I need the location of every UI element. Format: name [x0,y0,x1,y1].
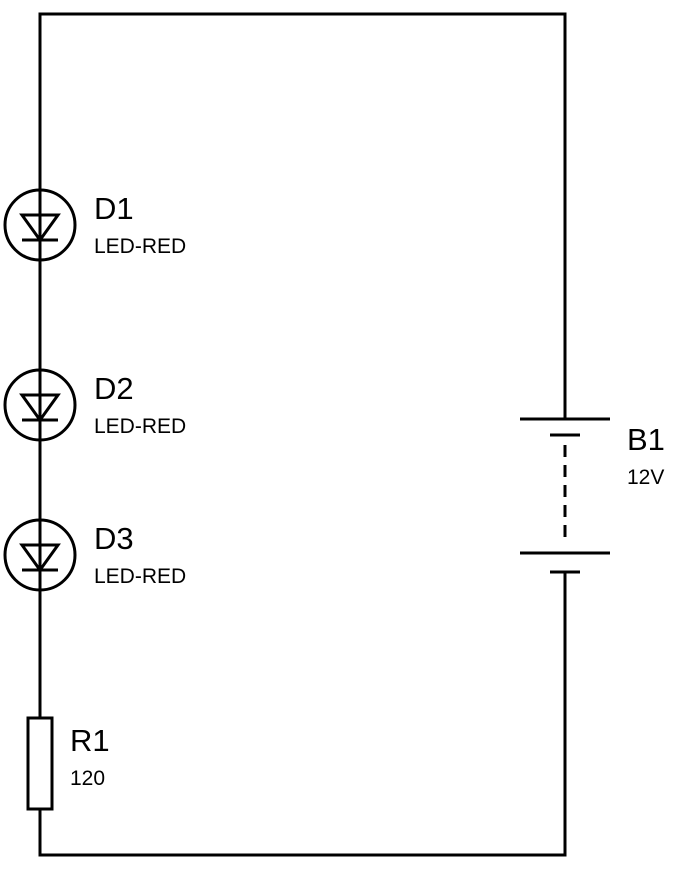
led-d3-ref: D3 [94,521,134,556]
battery-b1-value: 12V [627,466,664,489]
led-d3: D3 LED-RED [3,518,186,592]
led-d3-value: LED-RED [94,565,186,588]
led-d1-ref: D1 [94,191,134,226]
resistor-r1: R1 120 [26,716,110,811]
led-d2-value: LED-RED [94,415,186,438]
led-d2: D2 LED-RED [3,368,186,442]
resistor-r1-body [26,716,54,811]
resistor-r1-ref: R1 [70,723,110,758]
led-d1-value: LED-RED [94,235,186,258]
battery-b1: B1 12V [520,417,665,574]
wires [38,12,567,857]
led-d2-ref: D2 [94,371,134,406]
led-d2-triangle [19,393,61,423]
resistor-r1-value: 120 [70,767,105,790]
battery-b1-ref: B1 [627,422,665,457]
led-d3-triangle [19,543,61,573]
led-d1: D1 LED-RED [3,188,186,262]
led-d1-triangle [19,213,61,243]
